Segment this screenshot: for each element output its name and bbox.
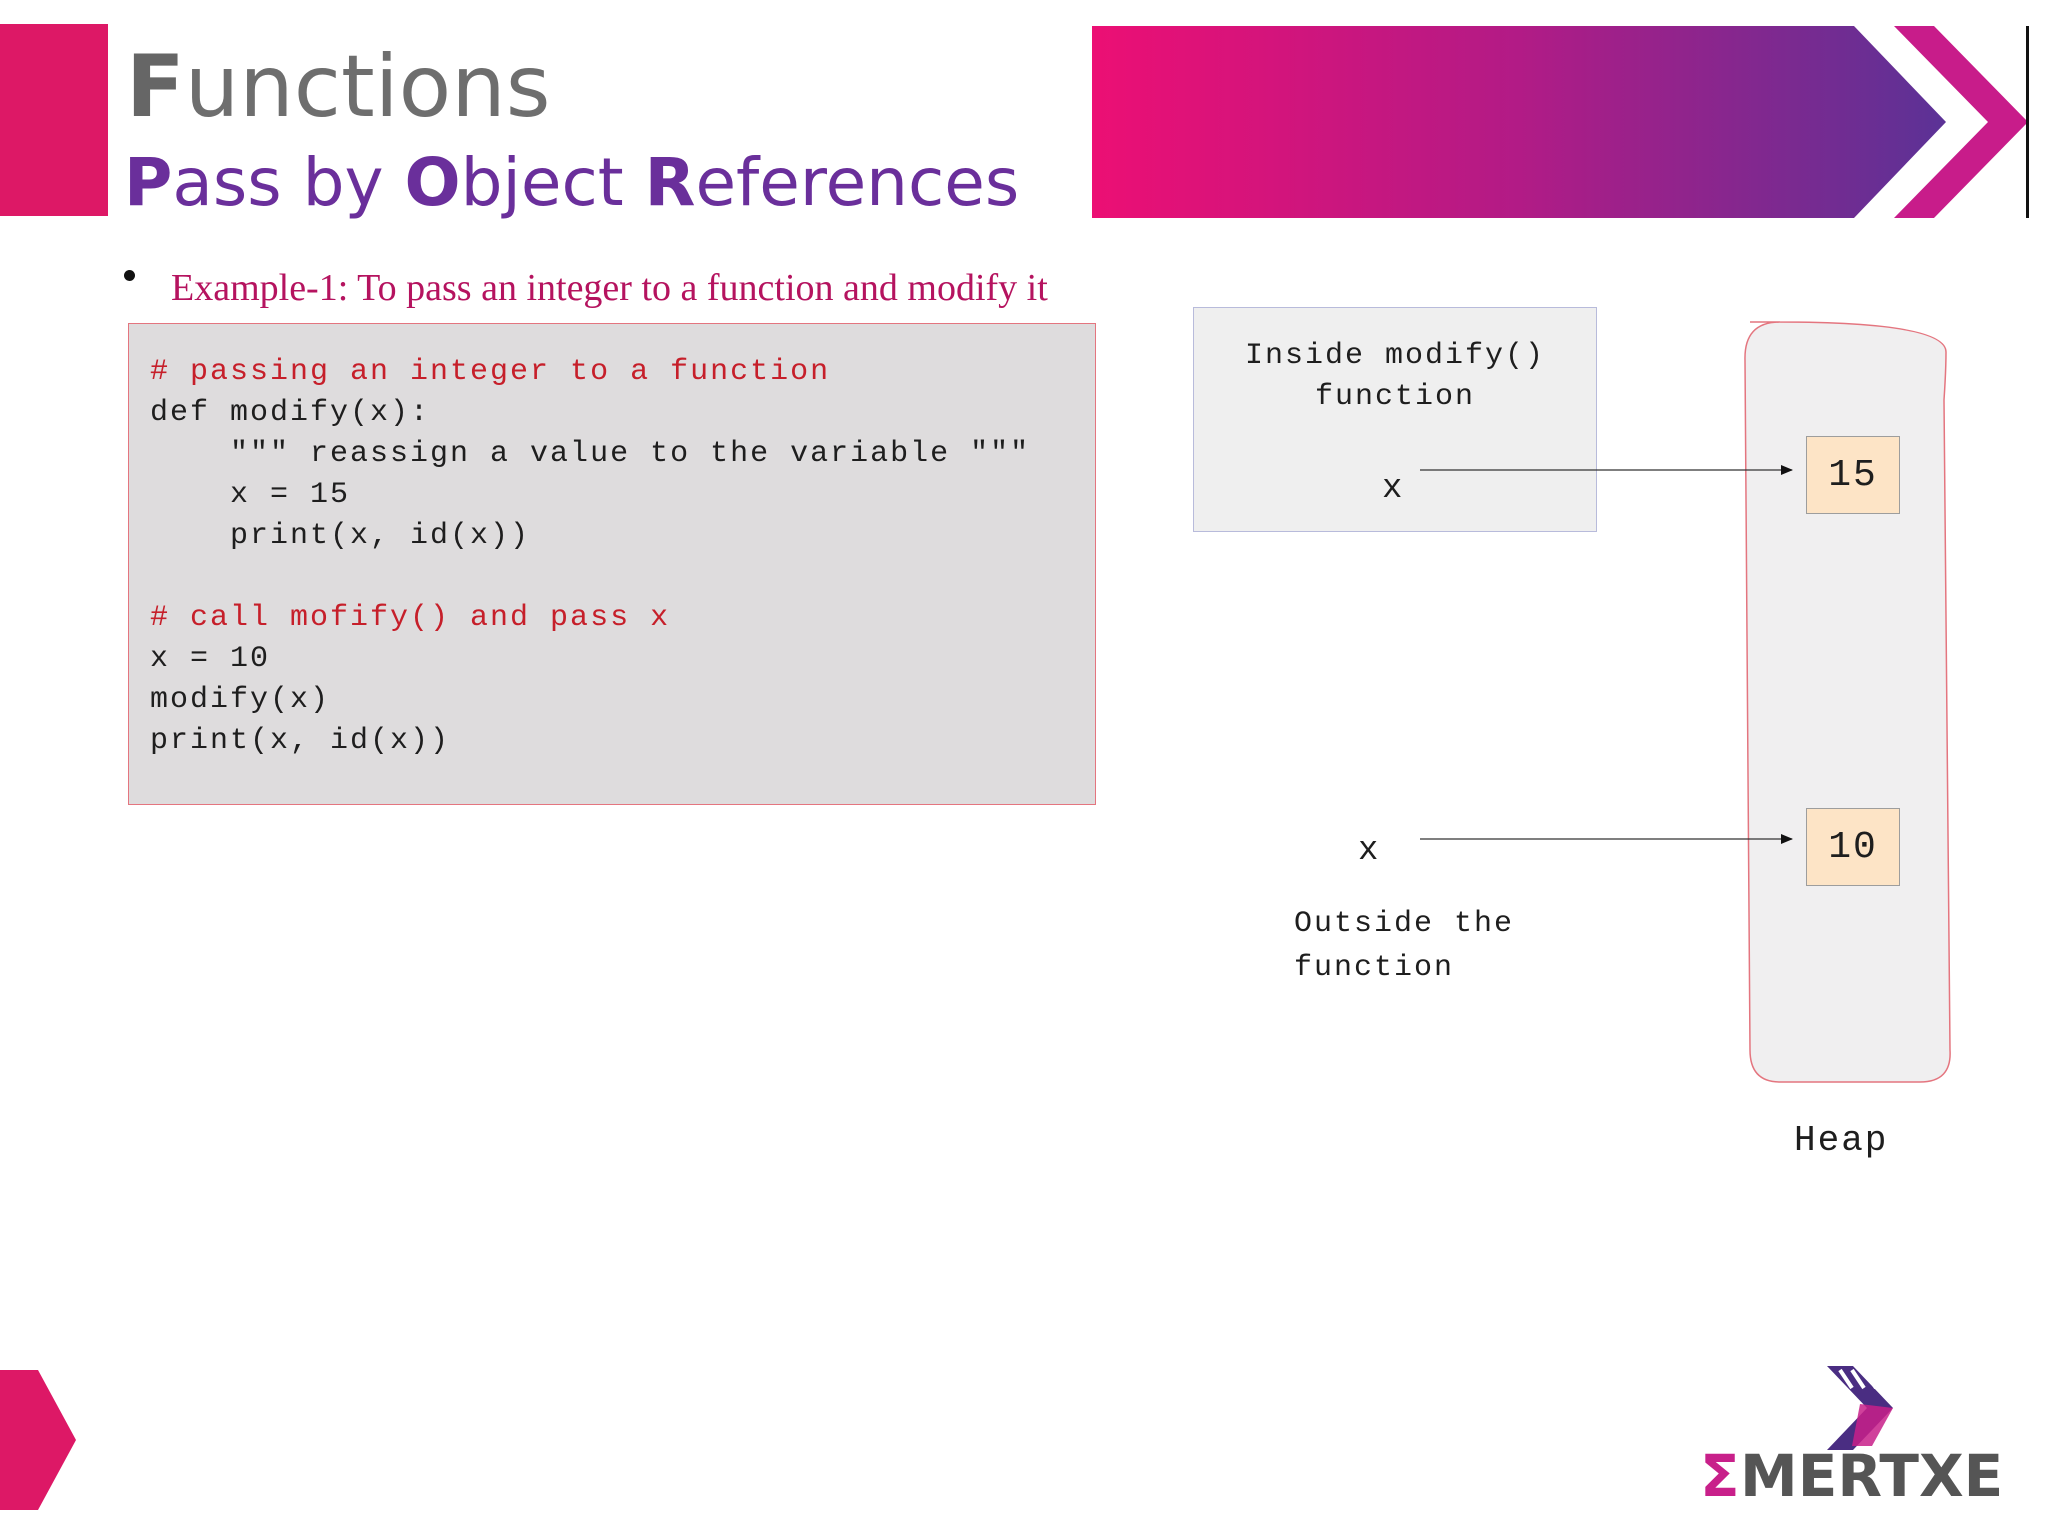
title-initial: F: [126, 37, 185, 137]
code-line: def modify(x):: [150, 396, 431, 430]
code-comment-line: # passing an integer to a function: [150, 355, 831, 389]
logo-sigma: Σ: [1700, 1442, 1740, 1504]
emertxe-logo: Σ MERTXE: [1700, 1366, 2000, 1504]
outside-scope-label: Outside the function: [1294, 907, 1515, 985]
subtitle-word-1: ass by: [172, 144, 405, 221]
logo-chevron-icon: [1827, 1366, 1893, 1450]
inside-variable-x: x: [1382, 470, 1403, 508]
subtitle-initial-1: P: [124, 144, 173, 221]
subtitle-initial-3: R: [644, 144, 696, 221]
header-divider-line: [2026, 26, 2029, 218]
outside-variable-x: x: [1358, 832, 1379, 870]
code-line: x = 15: [150, 478, 351, 512]
heap-object-15: 15: [1806, 436, 1900, 514]
subtitle-initial-2: O: [404, 144, 461, 221]
header-accent-bar: [0, 24, 108, 216]
example-title: Example-1: To pass an integer to a funct…: [171, 267, 1048, 309]
header-gradient-banner: [1092, 26, 2028, 218]
code-line: """ reassign a value to the variable """: [150, 437, 1031, 471]
footer-arrow-icon: [0, 1370, 76, 1510]
code-line: modify(x): [150, 683, 331, 717]
code-line: print(x, id(x)): [150, 519, 531, 553]
code-line: print(x, id(x)): [150, 724, 451, 758]
heap-object-10: 10: [1806, 808, 1900, 886]
logo-text: MERTXE: [1740, 1442, 2000, 1504]
banner-body: [1092, 26, 1946, 218]
banner-chevron: [1894, 26, 2028, 218]
function-scope-box: [1193, 307, 1597, 532]
subtitle-word-2: bject: [460, 144, 645, 221]
page-title: Functions: [126, 44, 551, 130]
bullet-icon: [124, 270, 135, 281]
code-line: x = 10: [150, 642, 271, 676]
code-comment-line: # call mofify() and pass x: [150, 601, 671, 635]
title-rest: unctions: [184, 37, 551, 137]
heap-label: Heap: [1794, 1120, 1889, 1161]
page-subtitle: Pass by Object References: [124, 150, 1019, 216]
subtitle-word-3: eferences: [695, 144, 1020, 221]
code-block: [128, 323, 1096, 805]
function-scope-label: Inside modify() function: [1244, 339, 1546, 414]
